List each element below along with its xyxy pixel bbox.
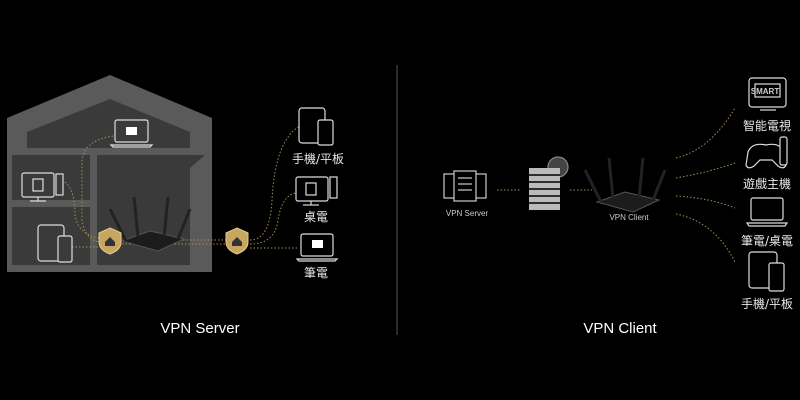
laptop-mail-icon bbox=[109, 119, 154, 148]
smart-tv-text: SMART bbox=[750, 87, 780, 96]
phone-tablet-icon bbox=[748, 251, 785, 292]
desktop-icon bbox=[295, 176, 338, 206]
device-label: 筆電 bbox=[303, 266, 329, 280]
phone-tablet-icon bbox=[37, 224, 73, 263]
game-console-icon bbox=[745, 136, 788, 169]
client-section-title: VPN Client bbox=[583, 320, 657, 337]
vpn-shield-icon bbox=[225, 227, 249, 255]
device-label: 智能電視 bbox=[742, 119, 792, 133]
device-label: 遊戲主機 bbox=[742, 177, 792, 191]
device-label: 手機/平板 bbox=[291, 152, 345, 166]
laptop-mail-icon bbox=[295, 233, 339, 262]
device-label: 桌電 bbox=[303, 210, 329, 224]
router-icon bbox=[583, 156, 667, 214]
vpn-server-label: VPN Server bbox=[445, 209, 489, 218]
device-label: 手機/平板 bbox=[740, 297, 794, 311]
vpn-server-icon bbox=[443, 170, 487, 202]
firewall-icon bbox=[529, 156, 569, 210]
vpn-client-label: VPN Client bbox=[609, 213, 649, 222]
laptop-icon bbox=[745, 197, 789, 227]
desktop-icon bbox=[21, 172, 64, 202]
vpn-shield-icon bbox=[98, 227, 122, 255]
smart-tv-icon bbox=[748, 77, 787, 111]
phone-tablet-icon bbox=[298, 107, 334, 146]
server-section-title: VPN Server bbox=[160, 320, 240, 337]
device-label: 筆電/桌電 bbox=[740, 234, 794, 248]
